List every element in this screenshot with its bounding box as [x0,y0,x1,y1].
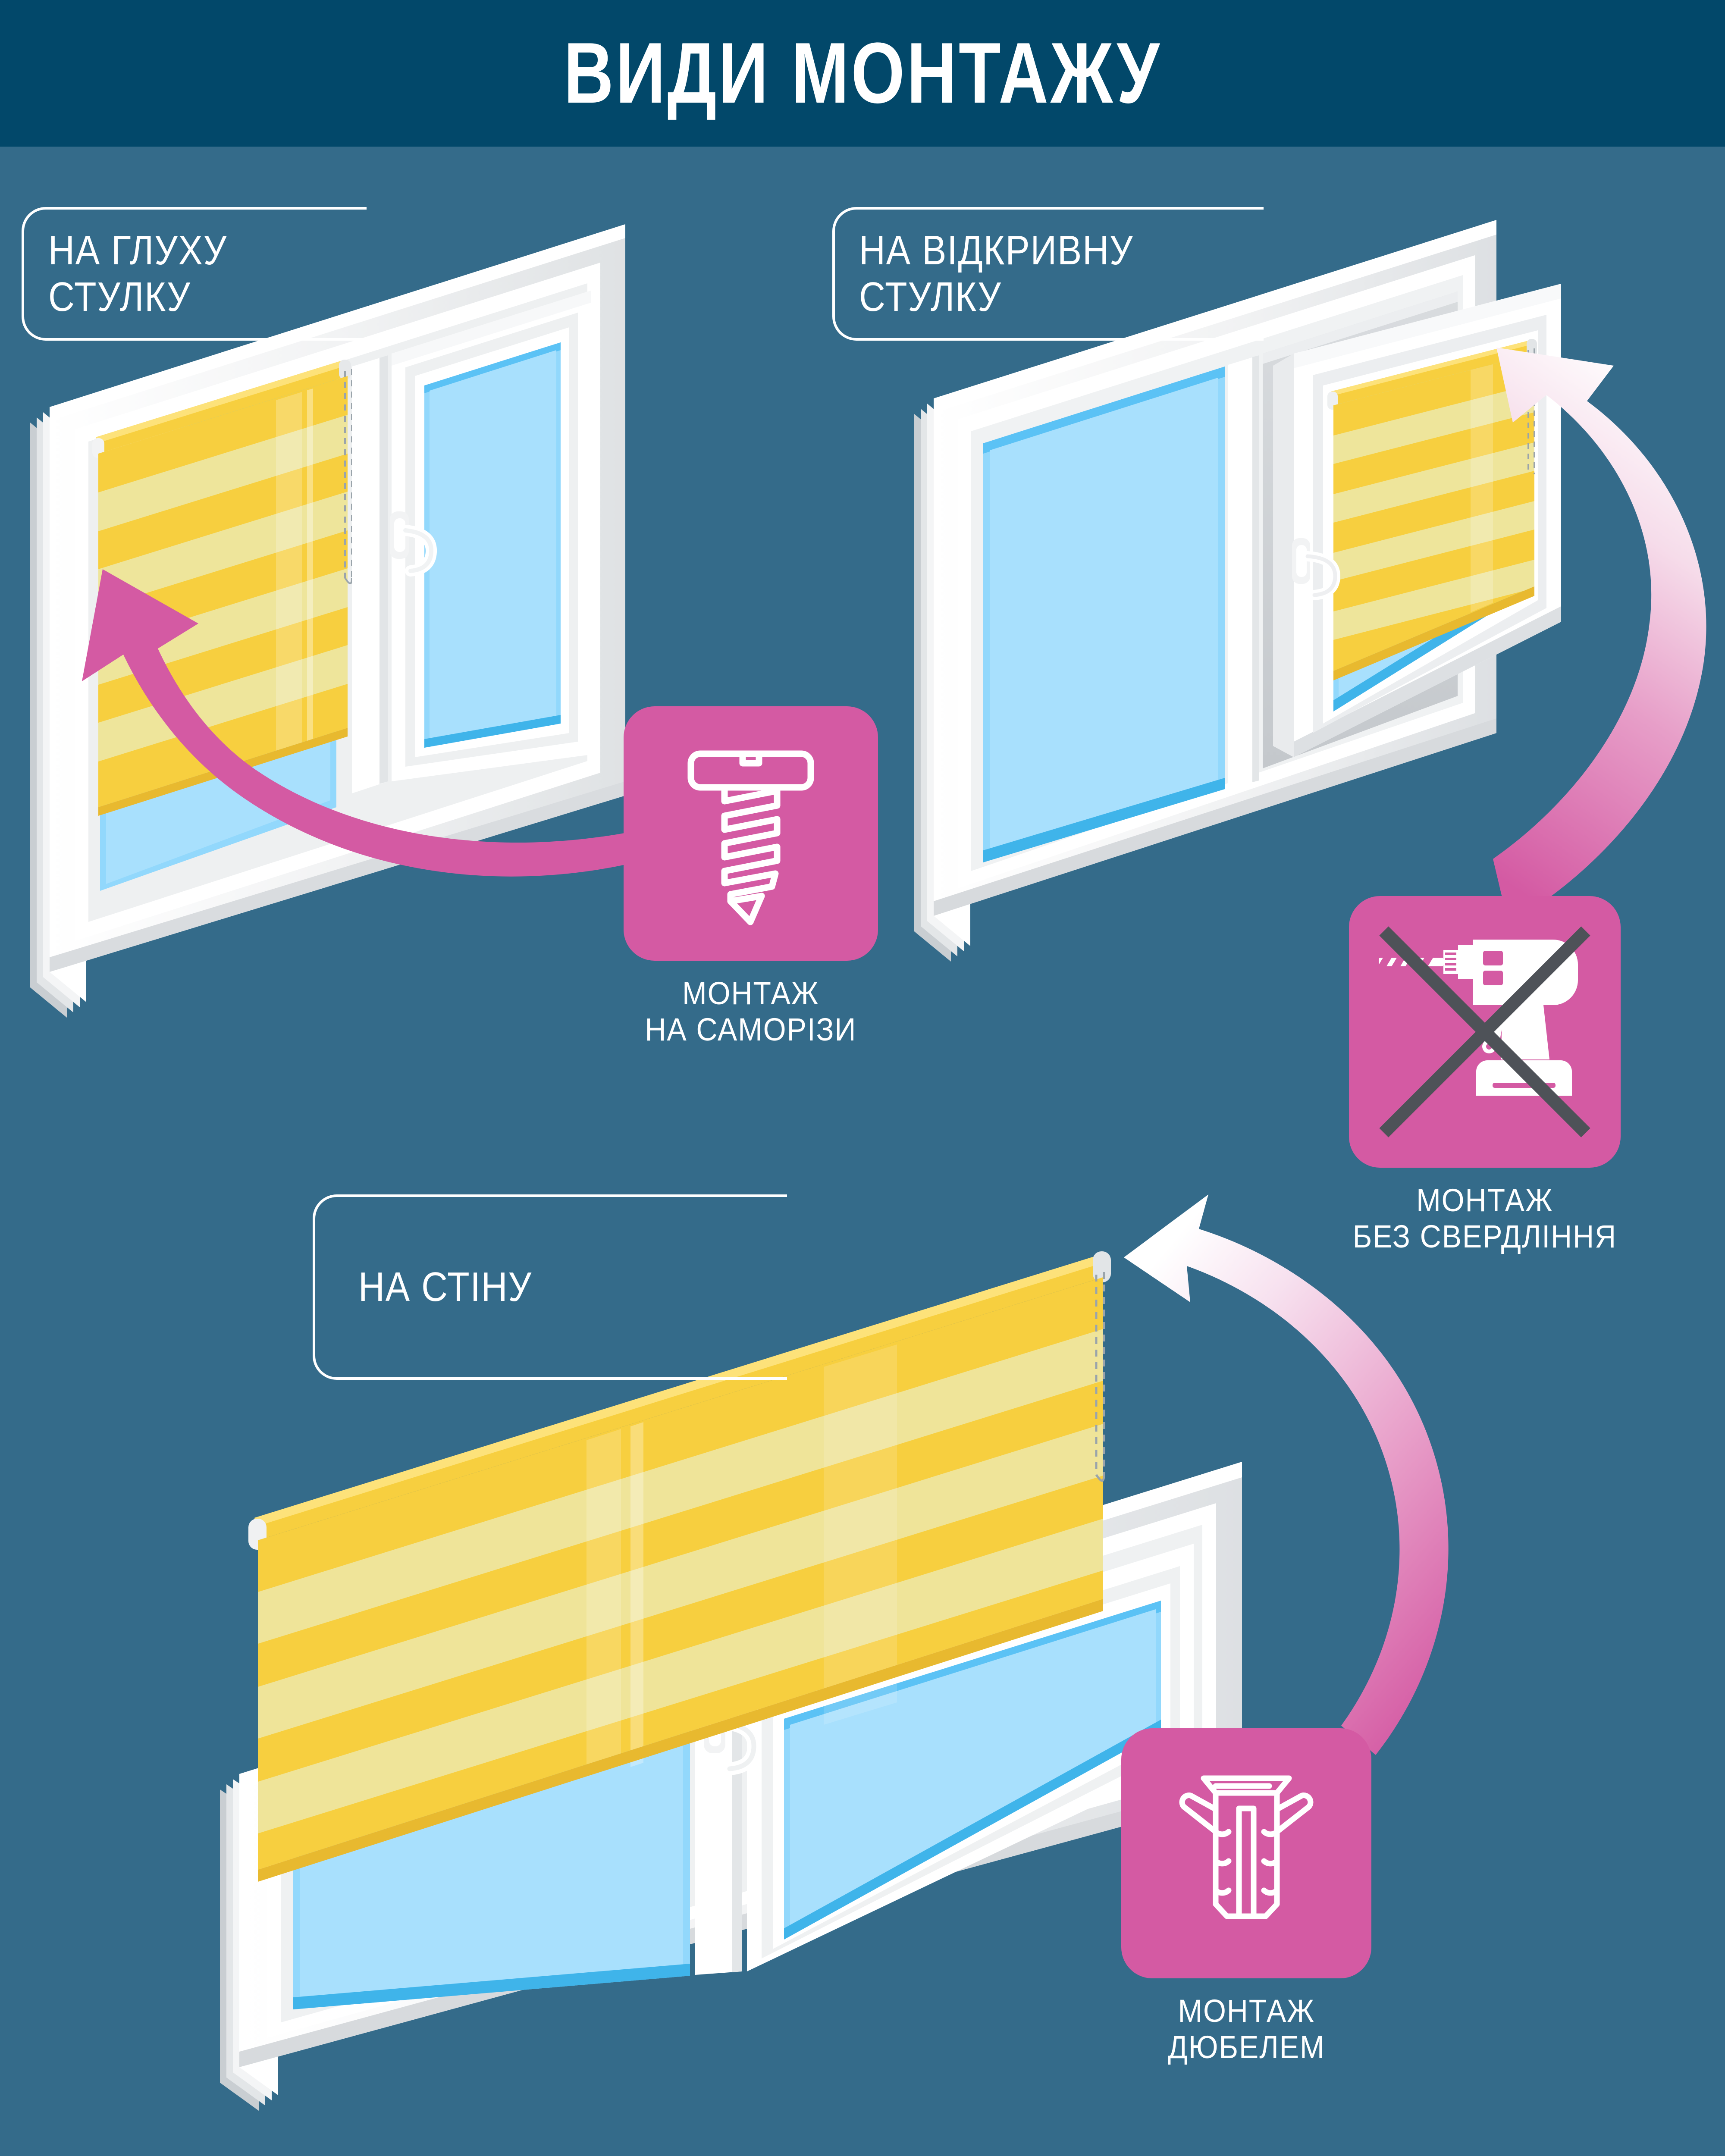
tile-caption: МОНТАЖ БЕЗ СВЕРДЛІННЯ [1352,1182,1617,1255]
cross-out-icon [1379,926,1590,1138]
window-wall-mount-illustration [220,1251,1242,2111]
window-opening-sash-illustration [914,220,1561,962]
arrow-to-opening-sash [1493,348,1706,924]
arrow-to-wall-mount [1124,1194,1449,1755]
wall-plug-icon [1179,1775,1314,1919]
callout-wall-mount: НА СТІНУ [313,1194,787,1380]
callout-label: НА ВІДКРИВНУ СТУЛКУ [859,227,1134,320]
mount-option-wall-plug: МОНТАЖ ДЮБЕЛЕМ [1121,1728,1371,2066]
callout-label: НА СТІНУ [358,1264,532,1310]
tile-caption: МОНТАЖ ДЮБЕЛЕМ [1167,1993,1325,2065]
screw-icon [687,750,814,925]
arrow-to-fixed-sash [82,569,668,877]
drill-icon [1377,940,1578,1096]
callout-fixed-sash: НА ГЛУХУ СТУЛКУ [22,207,367,341]
callout-label: НА ГЛУХУ СТУЛКУ [48,227,228,320]
callout-opening-sash: НА ВІДКРИВНУ СТУЛКУ [832,207,1264,341]
page-header: ВИДИ МОНТАЖУ [0,0,1725,147]
wall-plug-tile [1121,1728,1371,1978]
tile-caption: МОНТАЖ НА САМОРІЗИ [645,975,857,1048]
mount-option-screws: МОНТАЖ НА САМОРІЗИ [624,706,878,1048]
page-title: ВИДИ МОНТАЖУ [563,25,1162,121]
mount-option-no-drilling: МОНТАЖ БЕЗ СВЕРДЛІННЯ [1341,896,1628,1255]
drill-tile [1349,896,1621,1168]
screw-tile [624,706,878,961]
